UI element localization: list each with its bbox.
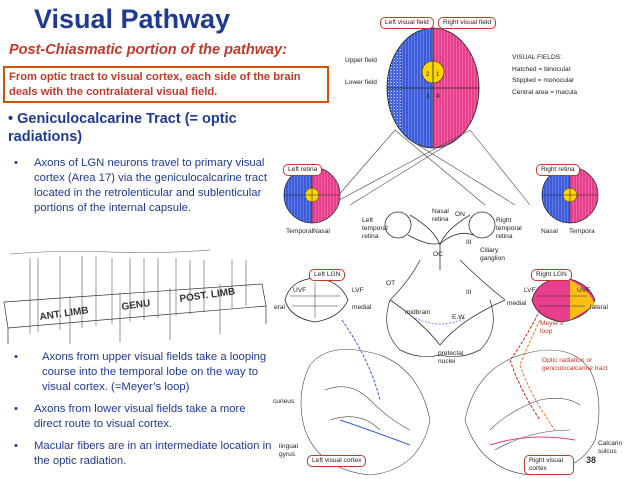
bullet-item: • Axons from lower visual fields take a …	[14, 402, 274, 432]
legend-line: Hatched = binocular	[512, 65, 571, 73]
label-nasal-left: Nasal	[313, 228, 330, 235]
summary-box: From optic tract to visual cortex, each …	[3, 66, 329, 103]
label-cn-iii: III	[466, 239, 472, 246]
label-lateral-right: lateral	[590, 304, 608, 311]
bullet-glyph: •	[14, 403, 18, 415]
right-lgn	[531, 277, 596, 323]
main-bullet: • Geniculocalcarine Tract (= optic radia…	[8, 111, 237, 145]
page-number: 38	[586, 455, 596, 465]
bullet-item: • Macular fibers are in an intermediate …	[14, 439, 274, 469]
label-lower-field: Lower field	[345, 79, 377, 86]
label-uvf-left: UVF	[293, 287, 307, 294]
label-cuneus: cuneus	[273, 398, 295, 405]
bullet-text: Axons of LGN neurons travel to primary v…	[34, 157, 267, 214]
summary-text: From optic tract to visual cortex, each …	[9, 71, 301, 98]
label-temporal-left: Temporal	[286, 228, 314, 235]
bullet-glyph: •	[14, 440, 18, 452]
bullet-text: Axons from lower visual fields take a mo…	[34, 403, 246, 430]
legend-line: Central area = macula	[512, 88, 578, 96]
bullet-text: Axons from upper visual fields take a lo…	[42, 351, 267, 393]
bullet-item: • Axons of LGN neurons travel to primary…	[14, 156, 272, 216]
visual-field-circle: 2 1 3 4	[384, 27, 480, 149]
bullet-glyph: •	[14, 157, 18, 169]
label-cn-iii-nucleus: III	[466, 289, 472, 296]
label-left-retina: Left retina	[283, 164, 323, 176]
label-midbrain: midbrain	[405, 309, 431, 316]
legend-line: Stippled = monocular	[512, 77, 575, 84]
label-right-visual-field: Right visual field	[438, 17, 497, 29]
label-lingual-gyrus: lingual gyrus	[279, 443, 299, 458]
chiasm-outline	[384, 211, 506, 346]
label-temporal-right: Tempora	[569, 228, 595, 235]
left-lgn	[284, 277, 349, 323]
label-right-retina: Right retina	[536, 164, 580, 176]
bullet-item: • Axons from upper visual fields take a …	[14, 350, 274, 395]
label-optic-radiation: Optic radiation or geniculocalcarine tra…	[542, 357, 608, 372]
bullet-glyph: •	[14, 351, 18, 363]
visual-pathway-diagram: 2 1 3 4	[283, 27, 600, 476]
label-left-lgn: Left LGN	[309, 269, 346, 281]
midbrain-outline	[386, 299, 494, 357]
label-ciliary-ganglion: Ciliary ganglion	[480, 247, 505, 262]
label-calcarine-sulcus: Calcarin sulcus	[598, 440, 623, 455]
label-on: ON	[455, 211, 465, 218]
label-uvf-right: UVF	[577, 287, 591, 294]
label-nasal-retina: Nasal retina	[432, 208, 449, 223]
label-ot: OT	[386, 280, 396, 287]
left-retina-circle	[283, 166, 341, 224]
label-right-visual-cortex: Right visual cortex	[524, 455, 574, 475]
label-medial-left: medial	[352, 304, 372, 311]
right-retina-circle	[541, 166, 599, 224]
occipital-lobes	[300, 349, 600, 476]
label-oc: OC	[433, 251, 443, 258]
internal-capsule-sketch: ANT. LIMB GENU POST. LIMB	[3, 249, 267, 344]
label-left-temporal-retina: Left temporal retina	[362, 217, 388, 240]
bullet-text: Macular fibers are in an intermediate lo…	[34, 440, 272, 467]
label-lvf-left: LVF	[352, 287, 364, 294]
label-lvf-right: LVF	[524, 287, 536, 294]
label-left-visual-field: Left visual field	[380, 17, 434, 29]
subtitle: Post-Chiasmatic portion of the pathway:	[9, 42, 287, 58]
label-right-lgn: Right LGN	[531, 269, 572, 281]
quadrant-number: 2	[426, 72, 430, 78]
sketch-label-genu: GENU	[121, 298, 151, 313]
label-pretectal-nuclei: pretectal nuclei	[438, 350, 464, 365]
quadrant-number: 4	[436, 94, 440, 100]
label-nasal-right: Nasal	[541, 228, 558, 235]
label-ew: E.W.	[452, 314, 466, 321]
label-meyers-loop: Meyer’s loop	[540, 320, 564, 335]
label-left-visual-cortex: Left visual cortex	[307, 455, 367, 467]
visual-fields-legend: VISUAL FIELDS: Hatched = binocular Stipp…	[512, 52, 577, 98]
label-lateral-left: eral	[274, 304, 285, 311]
page-title: Visual Pathway	[34, 4, 231, 34]
quadrant-number: 3	[426, 94, 430, 100]
quadrant-number: 1	[436, 72, 440, 78]
label-medial-right: medial	[507, 300, 527, 307]
legend-line: VISUAL FIELDS:	[512, 54, 562, 61]
label-upper-field: Upper field	[345, 57, 377, 64]
label-right-temporal-retina: Right temporal retina	[496, 217, 522, 240]
